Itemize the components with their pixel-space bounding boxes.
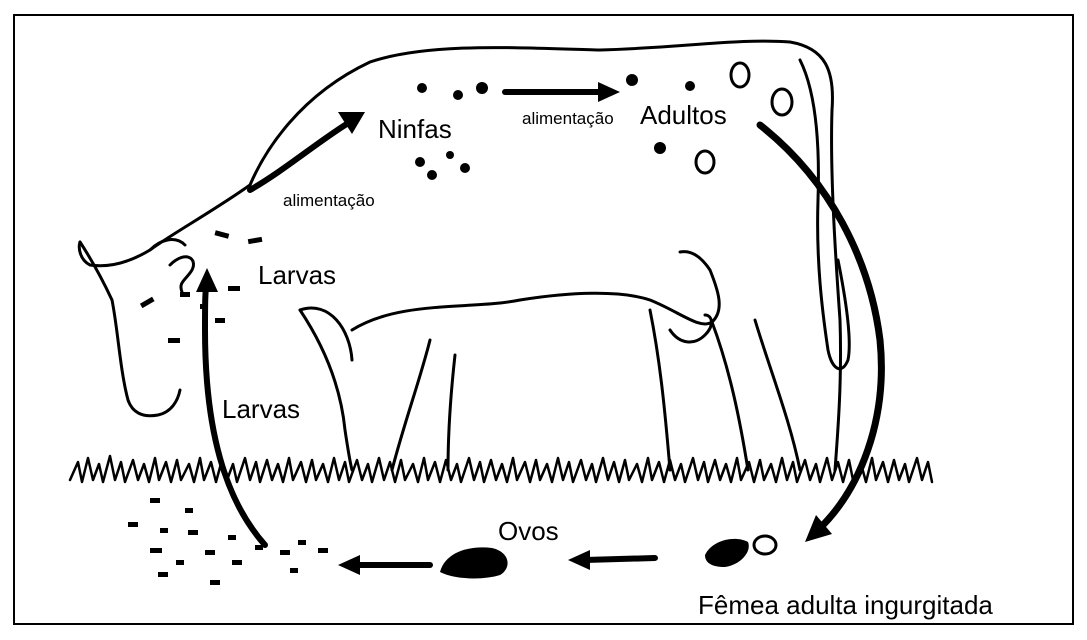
arrowhead-ninfas-to-adultos xyxy=(598,82,620,102)
label-alimentacao-2: alimentação xyxy=(522,109,614,129)
arrowhead-larvas-ground-to-host xyxy=(196,268,218,292)
arrowhead-femea-to-ovos xyxy=(568,550,590,570)
cow-front-leg xyxy=(300,310,455,470)
label-femea-adulta-ingurgitada: Fêmea adulta ingurgitada xyxy=(698,590,993,621)
label-alimentacao-1: alimentação xyxy=(283,191,375,211)
cow-back-outline xyxy=(250,41,841,470)
label-larvas-ground: Larvas xyxy=(222,394,300,425)
engorged-female-tick xyxy=(754,536,776,554)
arrow-femea-to-ovos xyxy=(585,558,655,560)
engorged-female-mass xyxy=(705,539,749,567)
cow-neck-outline xyxy=(79,185,250,266)
cow-ear xyxy=(150,240,185,250)
cow-tail xyxy=(800,60,849,369)
label-adultos: Adultos xyxy=(640,100,727,131)
adult-tick xyxy=(696,151,714,173)
arrowhead-larvas-to-ninfas xyxy=(338,112,365,134)
cow-head-outline xyxy=(80,242,180,416)
cow-eye-swirl xyxy=(170,257,193,292)
egg-mass xyxy=(440,547,508,578)
label-ninfas: Ninfas xyxy=(378,114,452,145)
grass xyxy=(70,456,932,482)
arrowhead-ovos-to-larvas xyxy=(338,555,360,575)
adult-tick xyxy=(731,63,749,87)
adult-tick xyxy=(772,89,792,115)
label-ovos: Ovos xyxy=(498,516,559,547)
label-larvas-host: Larvas xyxy=(258,260,336,291)
